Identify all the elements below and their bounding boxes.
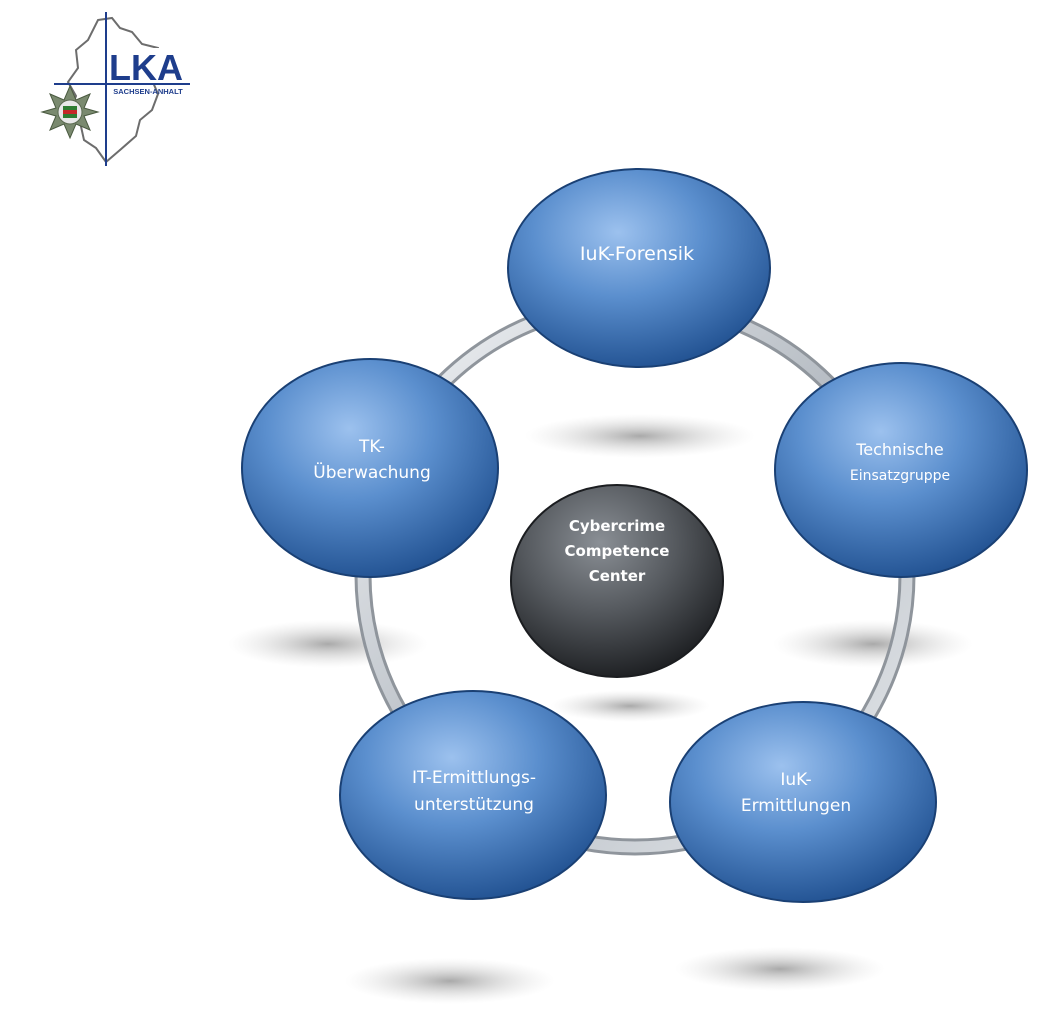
node-tk-label-line2: Überwachung (313, 461, 430, 483)
sachsen-anhalt-outline (66, 16, 164, 164)
center-label-line2: Competence (565, 542, 670, 560)
node-it-label-line2: unterstützung (414, 795, 534, 815)
shadow-bottom-left (345, 958, 555, 1004)
node-technische-label-line2: Einsatzgruppe (850, 468, 950, 484)
shadow-right (773, 620, 973, 668)
node-iuk-ermittlungen-label-line2: Ermittlungen (741, 796, 851, 816)
shadow-left (228, 620, 428, 668)
shadow-center (550, 690, 710, 722)
shadow-bottom-right (675, 947, 885, 991)
node-iuk-ermittlungen: IuK- Ermittlungen (669, 701, 937, 903)
node-technische-einsatzgruppe: Technische Einsatzgruppe (774, 362, 1028, 578)
logo-abbr: LKA (109, 47, 183, 88)
shadow-top (525, 414, 755, 458)
node-tk-ueberwachung: TK- Überwachung (241, 358, 499, 578)
node-technische-label-line1: Technische (855, 440, 944, 459)
center-node: Cybercrime Competence Center (510, 484, 724, 678)
center-label-line3: Center (589, 567, 646, 585)
node-iuk-forensik: IuK-Forensik (507, 168, 771, 368)
police-star-icon (40, 84, 100, 140)
node-it-ermittlungsunterstuetzung: IT-Ermittlungs- unterstützung (339, 690, 607, 900)
lka-logo: LKA SACHSEN-ANHALT (40, 12, 190, 166)
center-label-line1: Cybercrime (569, 517, 665, 535)
node-iuk-ermittlungen-label-line1: IuK- (780, 770, 811, 790)
logo-region: SACHSEN-ANHALT (113, 87, 183, 96)
node-iuk-forensik-label: IuK-Forensik (580, 243, 694, 265)
node-tk-label-line1: TK- (358, 437, 385, 457)
node-it-label-line1: IT-Ermittlungs- (412, 768, 536, 788)
logo-lka-box (107, 48, 189, 83)
